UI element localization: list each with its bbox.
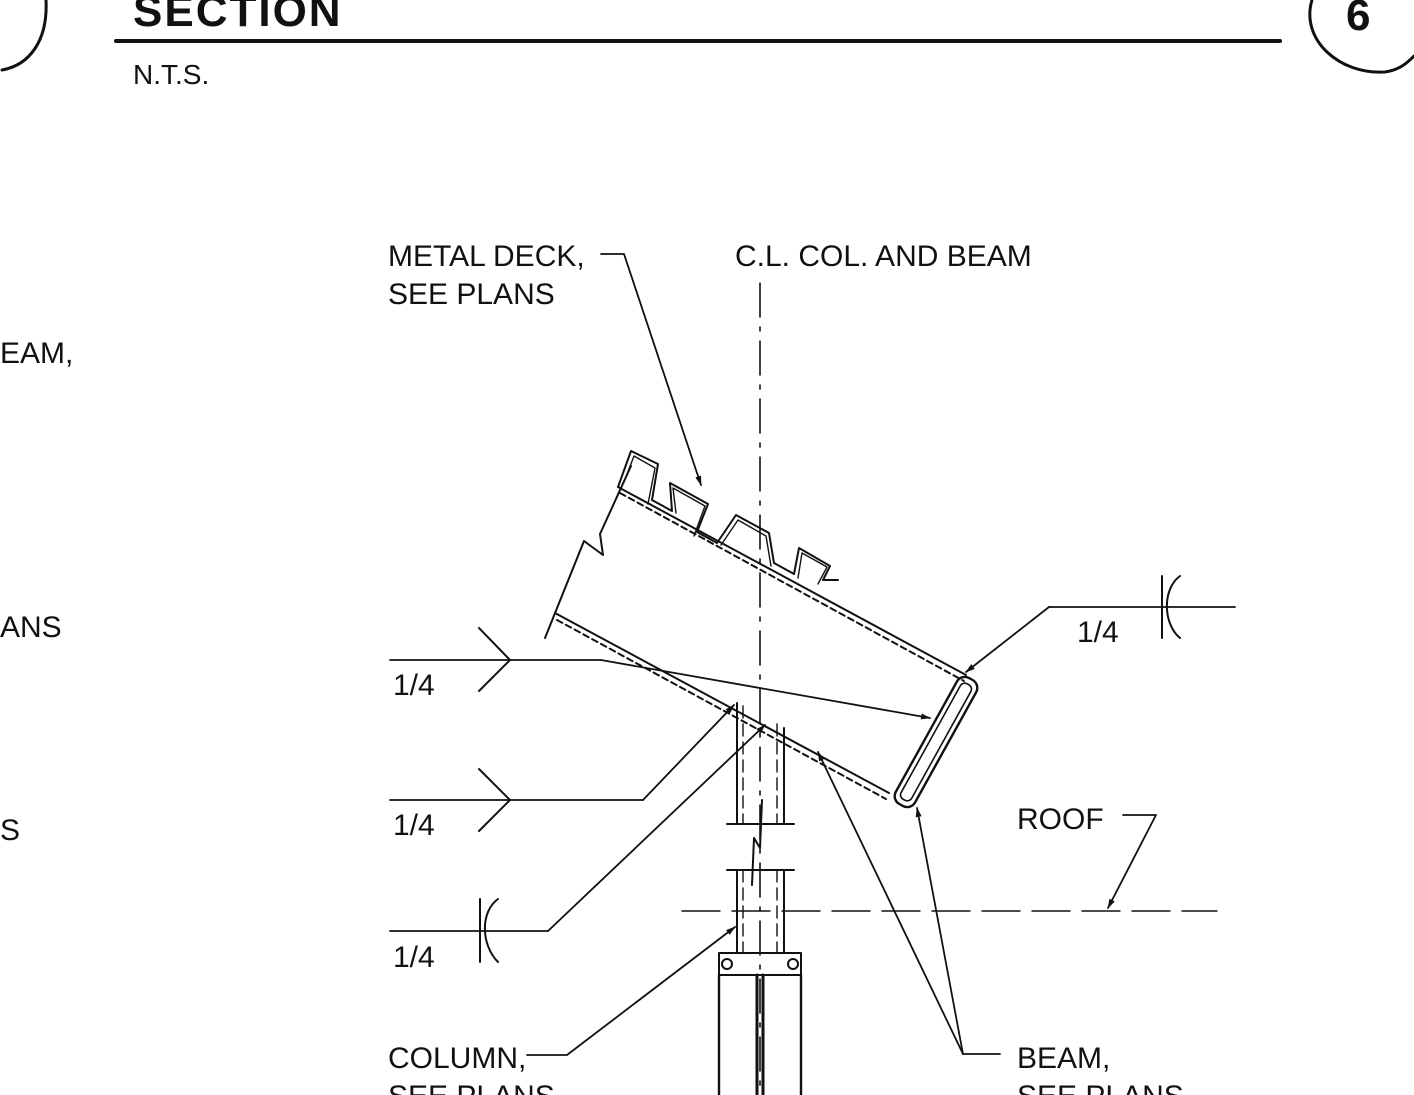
column-label-line1: COLUMN, — [388, 1042, 526, 1075]
beam-end-plate — [893, 675, 979, 809]
centerline-label: C.L. COL. AND BEAM — [735, 240, 1032, 273]
title-block: SECTION N.T.S. 6 — [0, 0, 1414, 90]
weld-symbol-right: 1/4 — [965, 575, 1236, 673]
column-label-line2: SEE PLANS — [388, 1080, 555, 1095]
weld-size-middle-left: 1/4 — [393, 809, 435, 842]
beam-callout: BEAM, SEE PLANS — [817, 751, 1184, 1095]
weld-size-upper-left: 1/4 — [393, 669, 435, 702]
roof-label: ROOF — [1017, 803, 1104, 836]
scale-note: N.T.S. — [133, 59, 209, 90]
roof-callout: ROOF — [1017, 803, 1157, 909]
weld-symbol-middle-left: 1/4 — [389, 704, 735, 842]
metal-deck — [617, 450, 839, 585]
left-detail-bubble — [0, 0, 48, 72]
metal-deck-label-line2: SEE PLANS — [388, 278, 555, 311]
left-fragment-1: EAM, — [0, 337, 73, 370]
metal-deck-label-line1: METAL DECK, — [388, 240, 585, 273]
left-edge-fragments: EAM, ANS S — [0, 337, 73, 847]
section-title: SECTION — [133, 0, 343, 36]
column-callout: COLUMN, SEE PLANS — [388, 926, 736, 1095]
weld-size-lower-left: 1/4 — [393, 941, 435, 974]
detail-number-bubble — [1308, 0, 1414, 74]
left-fragment-3: S — [0, 814, 20, 847]
metal-deck-callout: METAL DECK, SEE PLANS — [388, 240, 702, 486]
weld-symbol-upper-left: 1/4 — [389, 627, 931, 720]
sloped-beam — [544, 465, 979, 809]
weld-size-right: 1/4 — [1077, 616, 1119, 649]
weld-symbol-lower-left: 1/4 — [389, 724, 766, 974]
beam-label-line2: SEE PLANS — [1017, 1080, 1184, 1095]
left-fragment-2: ANS — [0, 611, 62, 644]
detail-number: 6 — [1346, 0, 1370, 40]
beam-label-line1: BEAM, — [1017, 1042, 1110, 1075]
column — [717, 702, 803, 1095]
